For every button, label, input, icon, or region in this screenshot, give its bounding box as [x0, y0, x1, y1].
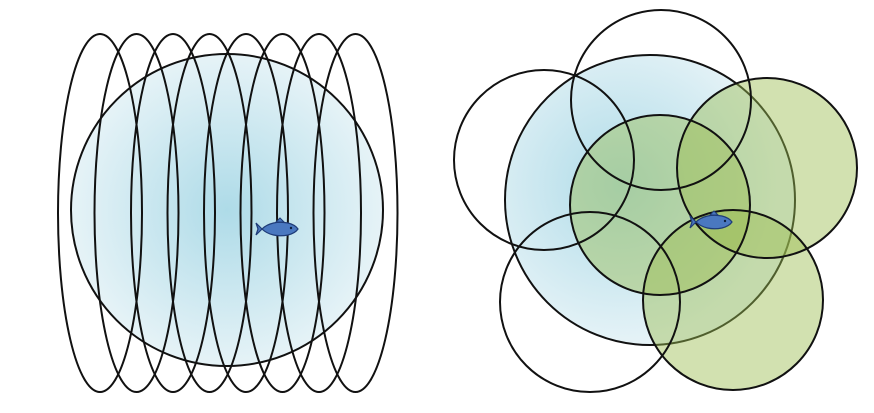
highlight-fill-3: [643, 210, 823, 390]
left-panel: [57, 33, 399, 393]
sweep-circle-4: [569, 114, 751, 296]
sweep-ellipse-2: [93, 33, 180, 393]
sweep-ellipse-1: [57, 33, 143, 393]
right-fish-icon: [689, 210, 733, 230]
sweep-circle-6: [642, 209, 824, 391]
sweep-ellipse-8: [312, 33, 399, 393]
sweep-circle-3: [499, 211, 681, 393]
sweep-circle-1: [570, 9, 752, 191]
sweep-ellipse-6: [239, 33, 326, 393]
sweep-circle-2: [453, 69, 635, 251]
left-fish-icon: [255, 217, 299, 237]
sweep-circle-5: [676, 77, 858, 259]
highlight-fill-2: [677, 78, 857, 258]
sweep-ellipse-5: [203, 33, 289, 393]
highlight-fill-1: [570, 115, 750, 295]
right-panel: [453, 9, 858, 393]
sweep-ellipse-3: [130, 33, 216, 393]
sweep-ellipse-4: [166, 33, 253, 393]
right-water-region: [504, 54, 796, 346]
left-sweep-ellipses: [57, 33, 399, 393]
right-sweep-circles: [453, 9, 858, 393]
left-water-region: [70, 53, 384, 367]
sweep-ellipse-7: [276, 33, 362, 393]
